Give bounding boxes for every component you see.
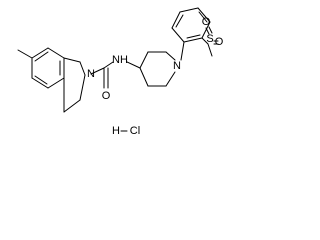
indoline-five-ring: [63, 57, 86, 113]
atom-n-piperidine: N: [173, 60, 181, 72]
indoline-benzene-ring: [31, 47, 65, 89]
atom-labels: N O NH N S O O: [87, 16, 224, 102]
salt-cl: Cl: [130, 125, 140, 137]
atom-nh-amide: NH: [112, 54, 128, 66]
atom-o-sulfonyl-top: O: [202, 16, 211, 28]
atom-o-carbonyl: O: [102, 90, 111, 102]
atom-o-sulfonyl-right: O: [215, 36, 224, 48]
carbonyl-group: [90, 67, 109, 89]
hydrochloride-salt: H Cl: [112, 125, 140, 137]
chemical-structure-diagram: N O NH N S O O H Cl: [17, 7, 224, 137]
amide-bond: [103, 61, 114, 69]
atom-n-indoline: N: [87, 68, 95, 80]
piperidine-ring: [139, 51, 176, 87]
salt-h: H: [112, 125, 120, 137]
benzyl-benzene-ring: [171, 7, 211, 43]
methyl-bond: [17, 49, 33, 59]
atom-s-sulfonyl: S: [206, 33, 213, 45]
nh-piperidine-bond: [126, 61, 141, 69]
benzyl-linker-bond: [180, 41, 185, 61]
sulfonyl-bonds: [201, 26, 219, 57]
